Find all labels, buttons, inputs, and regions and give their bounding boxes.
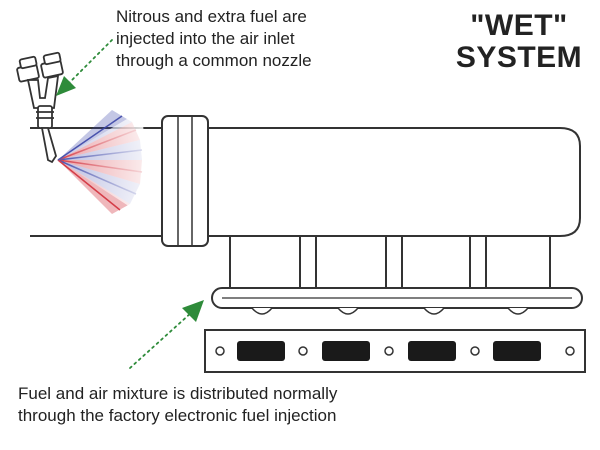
intake-ports — [237, 341, 541, 361]
flange-bolt-holes — [215, 346, 575, 356]
caption-line: through a common nozzle — [116, 51, 312, 70]
top-leader-arrow — [56, 39, 113, 96]
caption-line: Nitrous and extra fuel are — [116, 7, 307, 26]
nozzle-icon — [16, 51, 64, 164]
injectors — [251, 307, 529, 315]
nitrous-fuel-spray — [57, 110, 150, 220]
bottom-leader-arrow — [129, 300, 204, 369]
fuel-rail — [211, 287, 583, 315]
distribution-caption: Fuel and air mixture is distributed norm… — [18, 383, 337, 427]
diagram-title: "WET" SYSTEM — [448, 10, 590, 74]
caption-line: Fuel and air mixture is distributed norm… — [18, 384, 338, 403]
title-line-1: "WET" — [470, 9, 568, 42]
nozzle-caption: Nitrous and extra fuel are injected into… — [116, 6, 312, 72]
intake-runners — [229, 235, 551, 289]
tube-coupler — [161, 115, 209, 247]
caption-line: through the factory electronic fuel inje… — [18, 406, 337, 425]
caption-line: injected into the air inlet — [116, 29, 295, 48]
manifold-flange — [204, 329, 586, 373]
intake-tube — [30, 127, 581, 237]
plenum — [205, 127, 581, 237]
title-line-2: SYSTEM — [455, 41, 583, 74]
